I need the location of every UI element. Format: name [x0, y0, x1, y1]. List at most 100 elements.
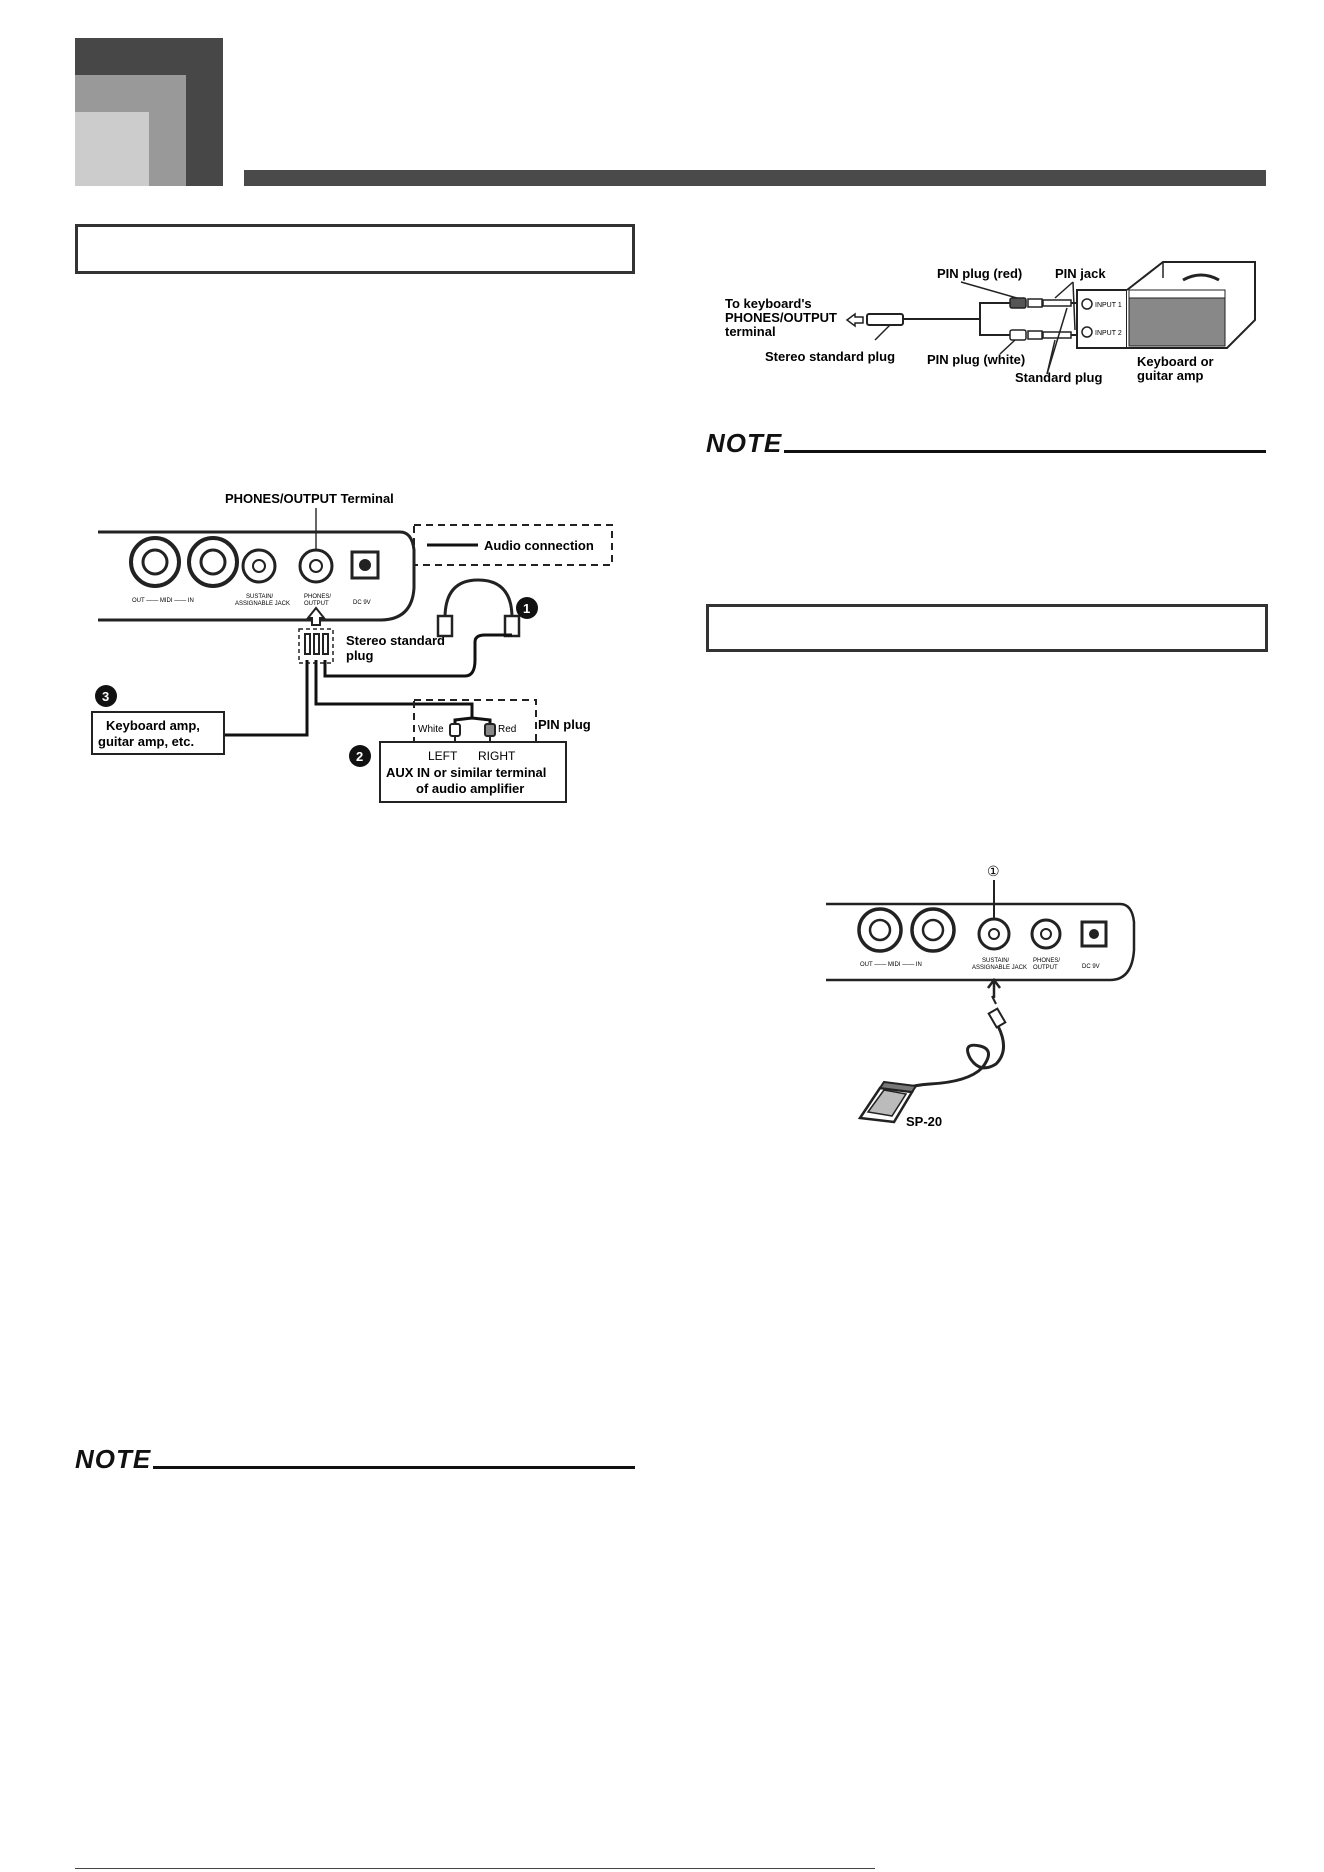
- aux-right-label: RIGHT: [478, 749, 516, 763]
- stereo-plug-label-line2: plug: [346, 648, 373, 663]
- amp-label-line2: guitar amp, etc.: [98, 734, 194, 749]
- standard-plug-top: [1042, 299, 1072, 307]
- pin-plug-red-label: Red: [498, 724, 516, 735]
- callout-1-badge: [516, 597, 538, 619]
- section-heading-box-right: [706, 604, 1268, 652]
- phones-output-jack: [1030, 918, 1062, 950]
- pin-jack-pointer-b: [1072, 281, 1076, 331]
- to-keyboard-line1: To keyboard's: [725, 296, 812, 311]
- stereo-plugs-icon: [304, 633, 329, 655]
- panel-label-phones: PHONES/: [304, 594, 331, 600]
- pedal-plug-icon: [987, 995, 1007, 1029]
- amp-label-line1: Keyboard or: [1137, 354, 1214, 369]
- standard-plug-pointer-b: [1046, 307, 1068, 375]
- panel-label-output: OUTPUT: [304, 601, 329, 607]
- headphones-icon: [436, 578, 521, 638]
- plug-arrow: [305, 606, 327, 626]
- phones-output-jack: [298, 548, 334, 584]
- to-keyboard-line3: terminal: [725, 324, 776, 339]
- callout-3: 3: [102, 689, 109, 704]
- midi-out-jack: [129, 536, 181, 588]
- pin-jack-bottom: [1027, 330, 1043, 340]
- amp-box: [91, 711, 225, 755]
- sustain-jack: [241, 548, 277, 584]
- note-rule: [153, 1466, 635, 1469]
- pin-cable: [314, 660, 474, 718]
- cable-split: [979, 302, 1010, 336]
- aux-label-line2: of audio amplifier: [416, 781, 524, 796]
- sustain-jack: [977, 917, 1011, 951]
- midi-out-jack: [857, 907, 903, 953]
- section-heading-box-left: [75, 224, 635, 274]
- panel-label-dc: DC 9V: [353, 600, 371, 606]
- pin-plug-white-label: White: [418, 724, 444, 735]
- panel-label-dc: DC 9V: [1082, 964, 1100, 970]
- stereo-standard-plug-label: Stereo standard plug: [765, 349, 895, 364]
- amp-cable: [185, 660, 309, 737]
- stereo-plug-label-line1: Stereo standard: [346, 633, 445, 648]
- pin-plug-white-icon: [1009, 329, 1027, 341]
- pin-plug-white-label: PIN plug (white): [927, 352, 1025, 367]
- aux-label-line1: AUX IN or similar terminal: [386, 765, 546, 780]
- keyboard-panel-outline: [98, 530, 416, 622]
- audio-connection-diagram: PHONES/OUTPUT Terminal OUT —— MIDI —— IN…: [91, 491, 613, 803]
- footer-rule: [75, 1868, 875, 1869]
- aux-left-label: LEFT: [428, 749, 458, 763]
- panel-label-assignable: ASSIGNABLE JACK: [972, 965, 1027, 971]
- amp-label-line2: guitar amp: [1137, 368, 1204, 383]
- callout-2-badge: [349, 745, 371, 767]
- keyboard-panel-outline: [826, 902, 1136, 982]
- stereo-plug-pointer: [874, 324, 891, 341]
- callout-2: 2: [356, 749, 363, 764]
- phones-output-terminal-label: PHONES/OUTPUT Terminal: [225, 491, 394, 506]
- callout-3-badge: [95, 685, 117, 707]
- header-bar: [244, 170, 1266, 186]
- pin-red-pointer: [960, 281, 1018, 299]
- pedal-model-label: SP-20: [906, 1114, 942, 1129]
- note-header-right: NOTE: [706, 428, 1266, 460]
- amp-connection-diagram: PIN plug (red) PIN jack To keyboard's PH…: [725, 261, 1256, 385]
- pin-jack-pointer-a: [1054, 281, 1074, 299]
- pin-jack-label: PIN jack: [1055, 266, 1106, 281]
- callout-1: 1: [523, 601, 530, 616]
- note-header-left: NOTE: [75, 1444, 635, 1476]
- callout-1: ①: [987, 863, 1000, 879]
- note-label: NOTE: [706, 428, 783, 458]
- standard-plug-label: Standard plug: [1015, 370, 1102, 385]
- pin-plug-red-icon: [1009, 297, 1027, 309]
- pedal-cable: [888, 1025, 1005, 1100]
- dc-jack: [350, 550, 380, 580]
- pin-white-pointer: [999, 339, 1016, 355]
- panel-label-sustain: SUSTAIN/: [246, 594, 274, 600]
- input-2-label: INPUT 2: [1095, 330, 1122, 337]
- midi-in-jack: [910, 907, 956, 953]
- dc-jack: [1080, 920, 1108, 948]
- input-1-label: INPUT 1: [1095, 302, 1122, 309]
- aux-in-box: [379, 741, 567, 803]
- headphone-cable: [323, 633, 512, 678]
- panel-label-phones: PHONES/: [1033, 958, 1060, 964]
- pin-plug-label: PIN plug: [538, 717, 591, 732]
- panel-label-sustain: SUSTAIN/: [982, 958, 1010, 964]
- panel-label-midi: OUT —— MIDI —— IN: [860, 962, 922, 968]
- legend-box: [413, 524, 613, 566]
- pin-jack-top: [1027, 298, 1043, 308]
- stereo-plug-icon: [866, 313, 904, 326]
- legend-label: Audio connection: [484, 538, 594, 553]
- standard-plug-bottom: [1042, 331, 1072, 339]
- header-block-light: [75, 112, 149, 186]
- insert-arrow: [987, 977, 1001, 998]
- panel-label-output: OUTPUT: [1033, 965, 1058, 971]
- direction-arrow: [845, 312, 864, 328]
- amp-label-line1: Keyboard amp,: [106, 718, 200, 733]
- midi-in-jack: [187, 536, 239, 588]
- sustain-pedal-icon: [857, 1080, 918, 1124]
- panel-label-midi: OUT —— MIDI —— IN: [132, 598, 194, 604]
- panel-label-assignable: ASSIGNABLE JACK: [235, 601, 290, 607]
- guitar-amp-icon: INPUT 1 INPUT 2: [1076, 261, 1256, 349]
- pin-plug-red-label: PIN plug (red): [937, 266, 1022, 281]
- note-rule: [784, 450, 1266, 453]
- note-label: NOTE: [75, 1444, 152, 1474]
- to-keyboard-line2: PHONES/OUTPUT: [725, 310, 837, 325]
- pedal-connection-diagram: ① OUT —— MIDI —— IN SUSTAIN/ ASSIGNABLE …: [826, 863, 1136, 1129]
